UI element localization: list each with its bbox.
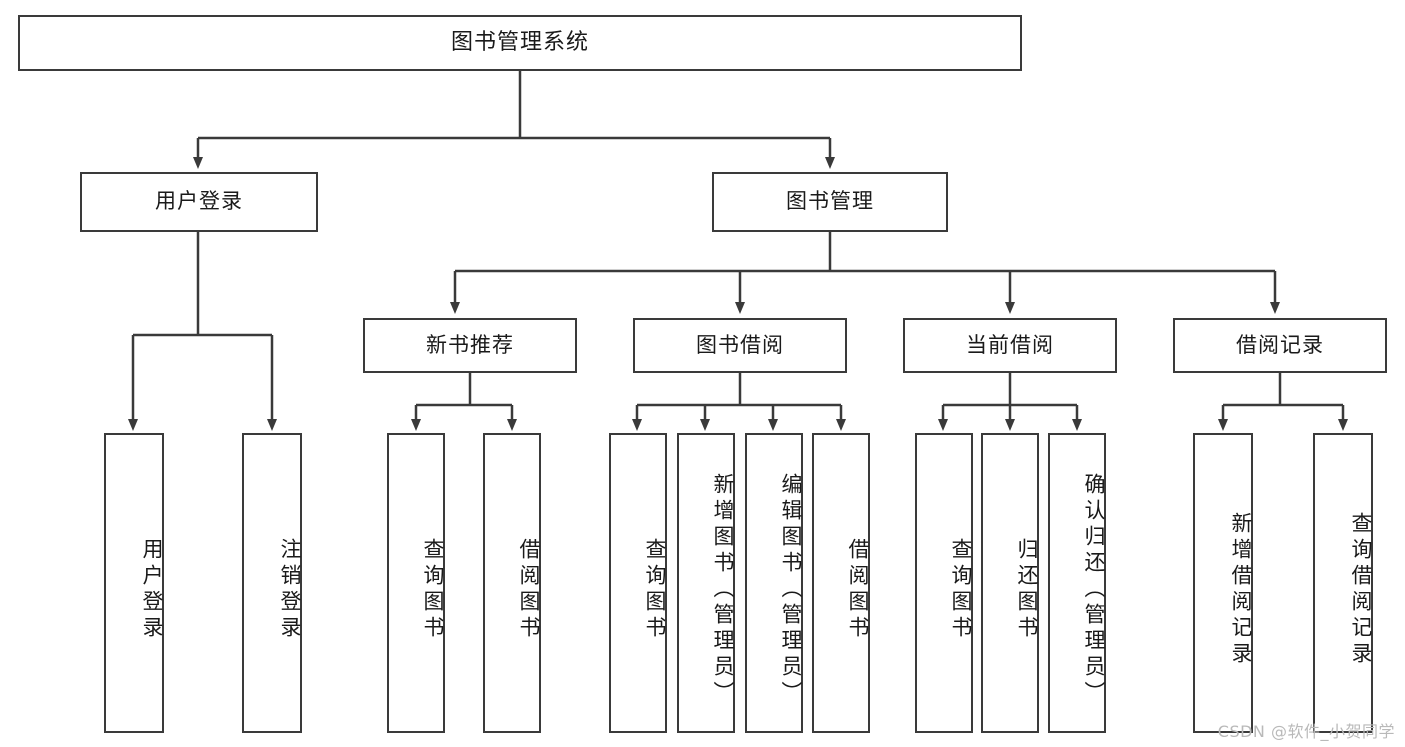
node-borrow-records[interactable]: 借阅记录 bbox=[1173, 318, 1387, 373]
watermark-text: CSDN @软件_小贺同学 bbox=[1217, 722, 1395, 741]
node-leaf-return-books[interactable]: 归还图书 bbox=[981, 433, 1039, 733]
node-leaf-add-borrow-record[interactable]: 新增借阅记录 bbox=[1193, 433, 1253, 733]
node-leaf-borrow-books[interactable]: 借阅图书 bbox=[812, 433, 870, 733]
node-leaf-query-books-borrow[interactable]: 查询图书 bbox=[609, 433, 667, 733]
node-label: 新增借阅记录 bbox=[1229, 512, 1253, 668]
node-label: 查询图书 bbox=[421, 538, 445, 642]
node-leaf-query-books-current[interactable]: 查询图书 bbox=[915, 433, 973, 733]
node-label: 归还图书 bbox=[1015, 538, 1039, 642]
node-leaf-user-login[interactable]: 用户登录 bbox=[104, 433, 164, 733]
node-label: 图书管理 bbox=[786, 189, 874, 214]
node-leaf-query-books-recommend[interactable]: 查询图书 bbox=[387, 433, 445, 733]
node-label: 确认归还（管理员） bbox=[1082, 473, 1106, 707]
node-book-borrowing[interactable]: 图书借阅 bbox=[633, 318, 847, 373]
node-leaf-borrow-books-recommend[interactable]: 借阅图书 bbox=[483, 433, 541, 733]
node-label: 借阅图书 bbox=[846, 538, 870, 642]
node-book-management[interactable]: 图书管理 bbox=[712, 172, 948, 232]
node-label: 编辑图书（管理员） bbox=[779, 473, 803, 707]
node-label: 当前借阅 bbox=[966, 332, 1054, 357]
node-leaf-confirm-return-admin[interactable]: 确认归还（管理员） bbox=[1048, 433, 1106, 733]
node-current-borrowing[interactable]: 当前借阅 bbox=[903, 318, 1117, 373]
node-label: 图书管理系统 bbox=[450, 29, 589, 55]
node-user-login[interactable]: 用户登录 bbox=[80, 172, 318, 232]
node-label: 借阅图书 bbox=[517, 538, 541, 642]
node-label: 查询图书 bbox=[949, 538, 973, 642]
node-leaf-add-book-admin[interactable]: 新增图书（管理员） bbox=[677, 433, 735, 733]
node-leaf-query-borrow-record[interactable]: 查询借阅记录 bbox=[1313, 433, 1373, 733]
node-new-book-recommendation[interactable]: 新书推荐 bbox=[363, 318, 577, 373]
node-label: 用户登录 bbox=[155, 189, 243, 214]
node-leaf-edit-book-admin[interactable]: 编辑图书（管理员） bbox=[745, 433, 803, 733]
node-label: 新增图书（管理员） bbox=[711, 473, 735, 707]
node-label: 用户登录 bbox=[140, 538, 164, 642]
node-label: 注销登录 bbox=[278, 538, 302, 642]
node-leaf-logout[interactable]: 注销登录 bbox=[242, 433, 302, 733]
node-label: 查询图书 bbox=[643, 538, 667, 642]
node-label: 新书推荐 bbox=[426, 332, 514, 357]
node-label: 图书借阅 bbox=[696, 332, 784, 357]
node-label: 查询借阅记录 bbox=[1349, 512, 1373, 668]
node-root-library-management-system[interactable]: 图书管理系统 bbox=[18, 15, 1022, 71]
node-label: 借阅记录 bbox=[1236, 332, 1324, 357]
